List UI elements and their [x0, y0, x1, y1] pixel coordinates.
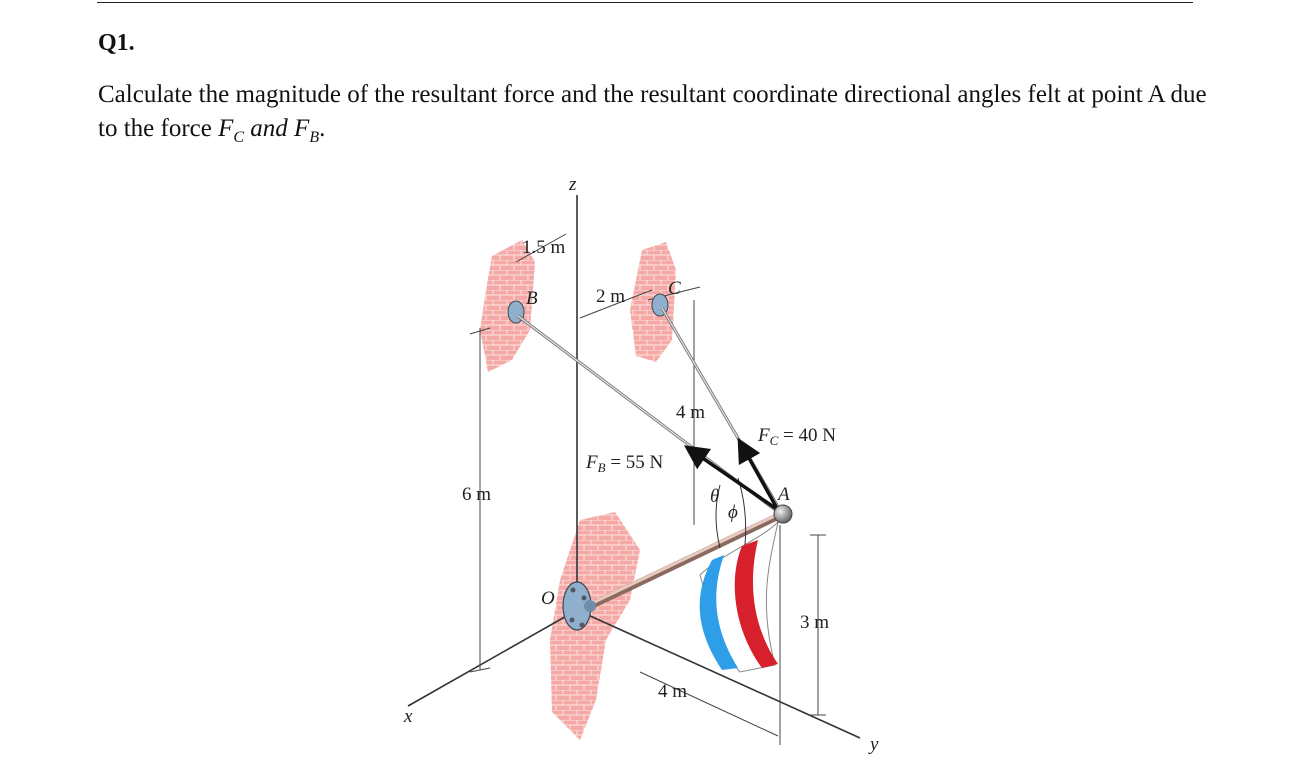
dimension-1-5m: 1.5 m	[522, 237, 566, 258]
flag-blue-stripe	[699, 555, 738, 670]
question-text: Calculate the magnitude of the resultant…	[98, 78, 1208, 155]
point-a-label: A	[776, 484, 790, 505]
flag-pole	[578, 510, 787, 614]
y-axis-line	[576, 609, 861, 739]
x-axis-line	[407, 609, 578, 707]
brick-wall-o	[550, 512, 640, 740]
brick-wall-b	[480, 240, 535, 372]
base-bracket-o	[562, 581, 596, 631]
point-o-label: O	[541, 588, 555, 609]
dimension-4m-bottom: 4 m	[658, 681, 687, 702]
point-c-label: C	[668, 278, 681, 299]
dimension-4m-vertical: 4 m	[676, 402, 705, 423]
question-text-before: Calculate the magnitude of the resultant…	[98, 81, 1207, 142]
force-b-symbol: FB	[294, 115, 320, 146]
axis-z-label: z	[568, 174, 577, 195]
force-c-symbol: FC	[218, 115, 245, 146]
question-connector: and	[244, 115, 295, 142]
force-b-label: FB = 55 N	[585, 452, 664, 475]
angle-phi-label: ϕ	[728, 502, 738, 523]
angle-theta-label: θ	[710, 486, 719, 507]
theta-arc	[715, 484, 721, 549]
point-a-ball	[773, 504, 793, 524]
flag	[699, 520, 779, 673]
axis-y-label: y	[868, 734, 879, 755]
force-c-label: FC = 40 N	[757, 425, 836, 448]
dimension-2m: 2 m	[596, 286, 625, 307]
dimension-lines	[469, 233, 826, 745]
dimension-3m: 3 m	[800, 612, 829, 633]
question-text-end: .	[319, 115, 326, 142]
flag-red-stripe	[734, 540, 778, 668]
point-b-label: B	[526, 288, 538, 309]
axis-x-label: x	[403, 706, 413, 727]
force-b-arrow	[683, 445, 779, 512]
question-number: Q1.	[98, 30, 135, 56]
force-c-arrow	[737, 437, 780, 511]
dimension-6m: 6 m	[462, 484, 491, 505]
top-rule	[97, 2, 1193, 3]
